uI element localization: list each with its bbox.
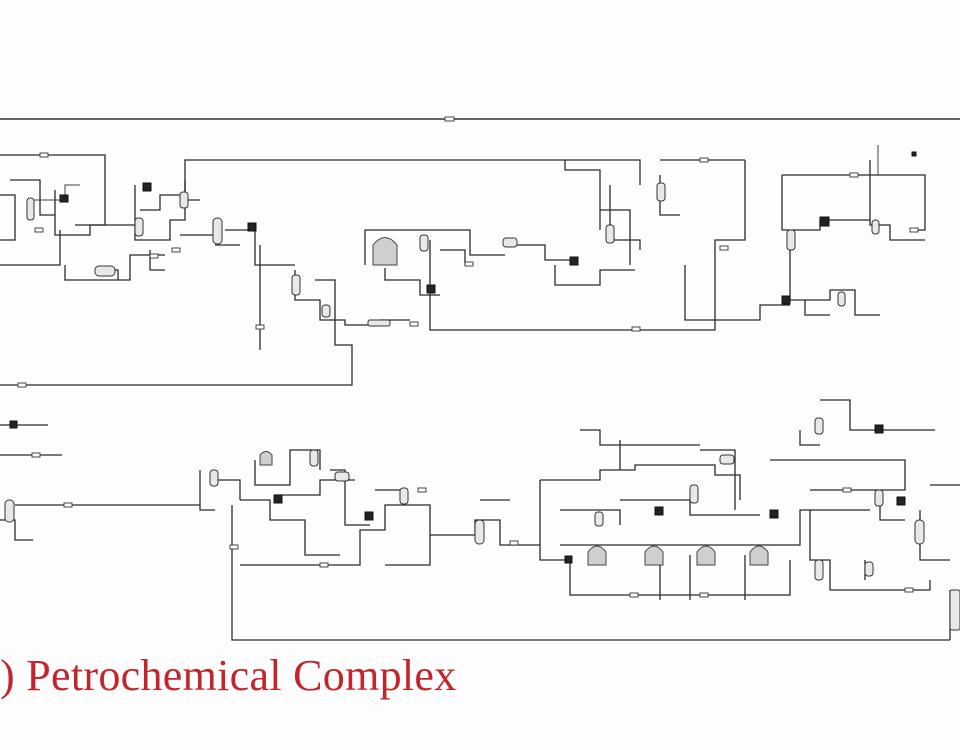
column-icon: [27, 198, 34, 220]
top-border-marker: [445, 117, 454, 121]
tank-icon: [260, 452, 272, 466]
reactor-4-icon: [750, 546, 768, 565]
reactor-tank-icon: [373, 238, 397, 266]
upper-process-section: [0, 145, 925, 387]
reactor-3-icon: [697, 546, 715, 565]
drum-icon: [95, 266, 115, 276]
diagram-caption: ) Petrochemical Complex: [0, 650, 457, 701]
exchanger-icon: [143, 183, 151, 191]
lower-process-section: [0, 400, 960, 640]
reactor-2-icon: [645, 546, 663, 565]
reactor-1-icon: [588, 546, 606, 565]
exchanger-icon: [60, 195, 68, 202]
